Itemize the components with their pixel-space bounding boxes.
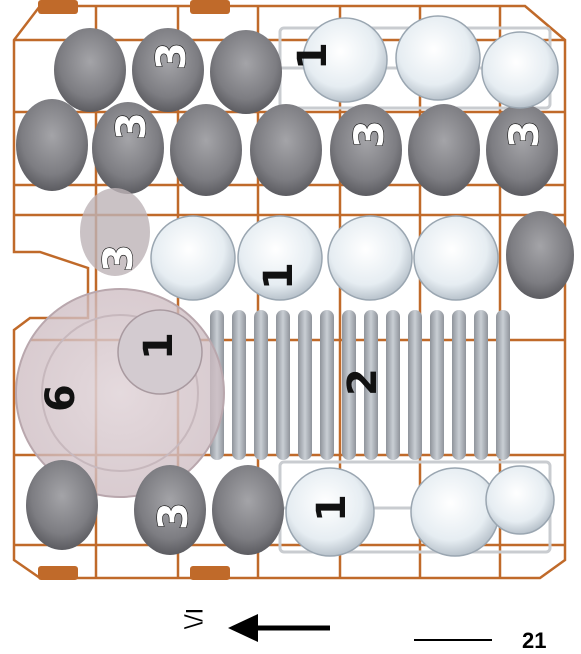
cup	[486, 466, 554, 534]
plate	[386, 310, 400, 460]
direction-arrow-icon	[228, 614, 330, 642]
glass	[506, 211, 574, 299]
plate	[496, 310, 510, 460]
label-bowl-cup: 1	[136, 332, 182, 360]
glass	[16, 99, 88, 191]
plate	[320, 310, 334, 460]
direction-label: I/\	[180, 608, 205, 629]
glass	[212, 465, 284, 555]
label-glasses-top: 3	[149, 42, 195, 70]
cups-top-row	[303, 16, 558, 108]
cup	[414, 216, 498, 300]
glass	[26, 460, 98, 550]
plate	[232, 310, 246, 460]
glass	[330, 104, 402, 196]
label-glasses-bottom: 3	[151, 502, 197, 530]
glass	[210, 30, 282, 114]
cup	[396, 16, 480, 100]
label-glasses-mid-left: 3	[109, 112, 155, 140]
glass	[54, 28, 126, 112]
plate	[408, 310, 422, 460]
plate	[474, 310, 488, 460]
plate	[276, 310, 290, 460]
label-cups-bottom: 1	[309, 494, 355, 522]
cup	[482, 32, 558, 108]
cup	[151, 216, 235, 300]
label-plates: 2	[340, 368, 386, 396]
label-glasses-mid-right: 3	[502, 120, 548, 148]
label-bowl: 6	[38, 384, 84, 412]
plate	[254, 310, 268, 460]
plate	[430, 310, 444, 460]
glass	[486, 104, 558, 196]
plate	[452, 310, 466, 460]
glass	[250, 104, 322, 196]
cup	[411, 468, 499, 556]
plate	[298, 310, 312, 460]
glass	[170, 104, 242, 196]
cup	[328, 216, 412, 300]
cups-middle-row	[151, 216, 498, 300]
label-cups-middle: 1	[256, 262, 302, 290]
label-cups-top: 1	[290, 42, 336, 70]
label-glasses-mid-center: 3	[347, 120, 393, 148]
glasses-top-row	[54, 28, 282, 114]
label-small-glass-left: 3	[96, 244, 142, 272]
page-number: 21	[522, 628, 546, 654]
glass	[408, 104, 480, 196]
